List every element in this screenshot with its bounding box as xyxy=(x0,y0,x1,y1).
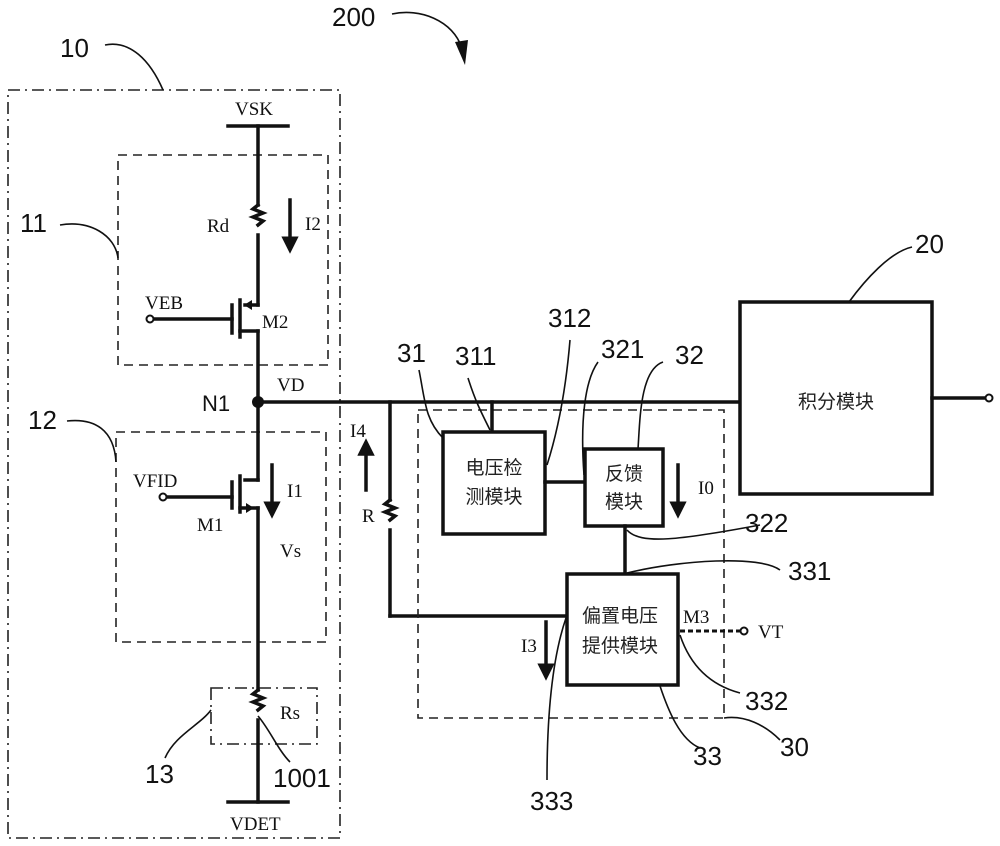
leader-322 xyxy=(626,524,761,540)
i4-label: I4 xyxy=(350,421,366,442)
label-13: 13 xyxy=(145,759,174,789)
sensing-unit-box xyxy=(115,431,327,643)
resistor-rs-icon xyxy=(248,687,268,713)
n1-label: N1 xyxy=(202,391,230,416)
label-200: 200 xyxy=(332,2,375,32)
leader-30 xyxy=(723,716,781,741)
i0-label: I0 xyxy=(698,478,714,499)
leader-31 xyxy=(418,369,444,439)
rd-label: Rd xyxy=(207,216,230,237)
veb-label: VEB xyxy=(145,293,183,314)
label-333: 333 xyxy=(530,786,573,816)
label-322: 322 xyxy=(745,508,788,538)
feedback-text-2: 模块 xyxy=(605,491,643,513)
vfid-label: VFID xyxy=(133,471,177,492)
vs-label: Vs xyxy=(280,541,301,562)
output-terminal-icon[interactable] xyxy=(984,393,994,403)
label-1001: 1001 xyxy=(273,763,331,793)
label-20: 20 xyxy=(915,229,944,259)
leader-20 xyxy=(848,246,913,303)
resistor-rd-icon xyxy=(248,202,268,228)
compensation-module-box xyxy=(417,409,725,719)
label-10: 10 xyxy=(60,33,89,63)
leader-332 xyxy=(679,634,741,694)
i3-label: I3 xyxy=(521,636,537,657)
label-32: 32 xyxy=(675,340,704,370)
resistor-r-icon xyxy=(380,497,400,523)
reset-unit-box xyxy=(117,154,329,366)
system-arrow xyxy=(391,11,463,49)
label-12: 12 xyxy=(28,405,57,435)
label-30: 30 xyxy=(780,732,809,762)
label-31: 31 xyxy=(397,338,426,368)
leader-331 xyxy=(626,560,781,574)
veb-terminal-icon[interactable] xyxy=(145,314,155,324)
m1-arrow-icon xyxy=(246,503,254,513)
leader-10 xyxy=(104,43,164,91)
pixel-circuit-box xyxy=(7,89,341,839)
label-311: 311 xyxy=(455,341,496,371)
i1-label: I1 xyxy=(287,481,303,502)
label-312: 312 xyxy=(548,303,591,333)
label-331: 331 xyxy=(788,556,831,586)
feedback-block xyxy=(583,447,665,528)
voltage-detection-text-1: 电压检 xyxy=(465,457,522,479)
system-arrowhead-icon xyxy=(455,40,468,65)
leader-312 xyxy=(546,339,571,466)
bias-text-1: 偏置电压 xyxy=(582,605,658,627)
leader-32 xyxy=(637,361,664,450)
feedback-text-1: 反馈 xyxy=(605,463,643,485)
integration-text: 积分模块 xyxy=(798,391,874,413)
r-label: R xyxy=(362,506,375,527)
m3-label: M3 xyxy=(683,607,709,628)
label-11: 11 xyxy=(20,208,47,238)
leader-11 xyxy=(59,223,119,259)
i2-label: I2 xyxy=(305,214,321,235)
vsk-label: VSK xyxy=(235,99,273,120)
label-332: 332 xyxy=(745,686,788,716)
m1-label: M1 xyxy=(197,515,223,536)
rs-label: Rs xyxy=(280,703,300,724)
leader-12 xyxy=(66,419,117,463)
label-321: 321 xyxy=(601,334,644,364)
leader-13 xyxy=(164,709,212,759)
m2-arrow-icon xyxy=(244,300,252,310)
vdet-label: VDET xyxy=(230,814,281,835)
integration-module-block xyxy=(738,300,934,496)
vt-terminal-icon[interactable] xyxy=(739,626,749,636)
leader-321 xyxy=(581,361,599,476)
bias-supply-block xyxy=(565,572,680,687)
label-33: 33 xyxy=(693,741,722,771)
photodiode-unit-box xyxy=(210,687,318,745)
leader-333 xyxy=(546,617,567,781)
vt-label: VT xyxy=(758,622,784,643)
voltage-detection-text-2: 测模块 xyxy=(465,486,522,508)
leader-311 xyxy=(467,377,491,431)
bias-text-2: 提供模块 xyxy=(582,635,658,657)
vd-label: VD xyxy=(277,375,304,396)
leader-33 xyxy=(659,685,701,749)
m2-label: M2 xyxy=(262,312,288,333)
voltage-detection-block xyxy=(441,430,547,536)
leader-1001 xyxy=(257,715,291,763)
vfid-terminal-icon[interactable] xyxy=(158,492,168,502)
